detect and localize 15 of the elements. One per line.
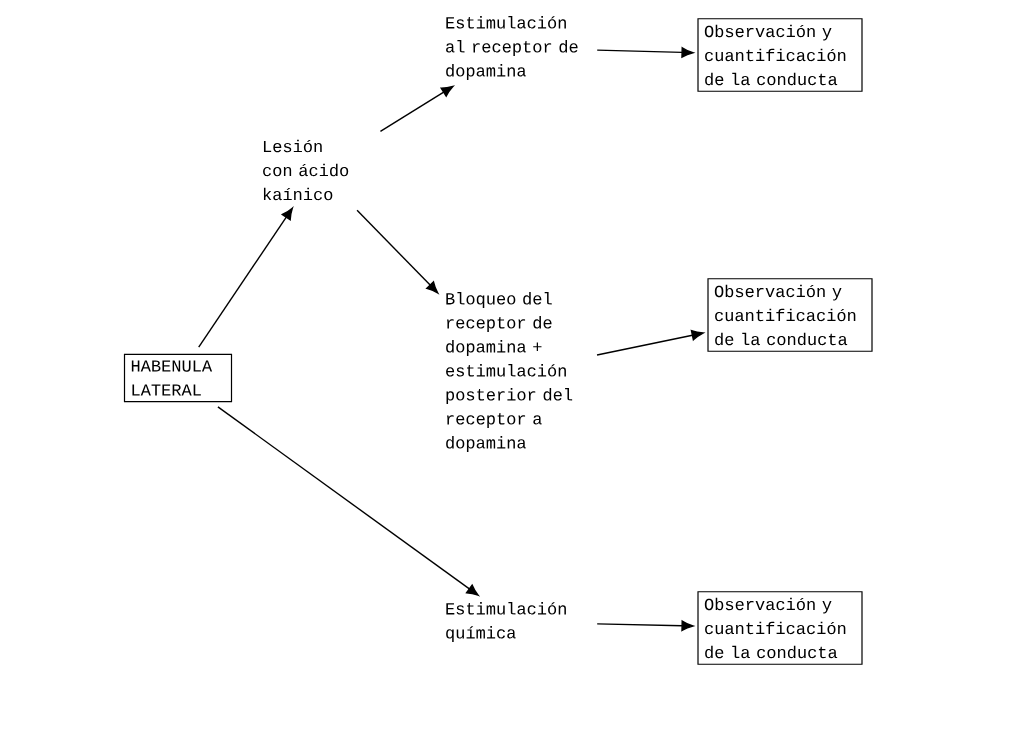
arrow	[217, 406, 479, 596]
arrow	[596, 47, 694, 58]
step-text: Estimulación al receptor de dopamina	[446, 16, 578, 80]
arrow	[596, 329, 704, 356]
result-box: Observación y cuantificación de la conducta	[697, 591, 863, 665]
process-box: HABENULA LATERAL	[123, 353, 233, 403]
step-text: Lesión con ácido kaínico	[263, 139, 349, 201]
arrow	[198, 207, 293, 348]
result-box: Observación y cuantificación de la conducta	[707, 278, 873, 352]
arrow	[379, 85, 454, 133]
step-text: Bloqueo del receptor de dopamina + estimulación posterior del receptor a dopamina	[446, 292, 573, 452]
result-box: Observación y cuantificación de la conducta	[697, 18, 863, 92]
arrow	[356, 209, 439, 294]
arrow	[596, 620, 694, 632]
step-text: Estimulación química	[446, 602, 566, 642]
